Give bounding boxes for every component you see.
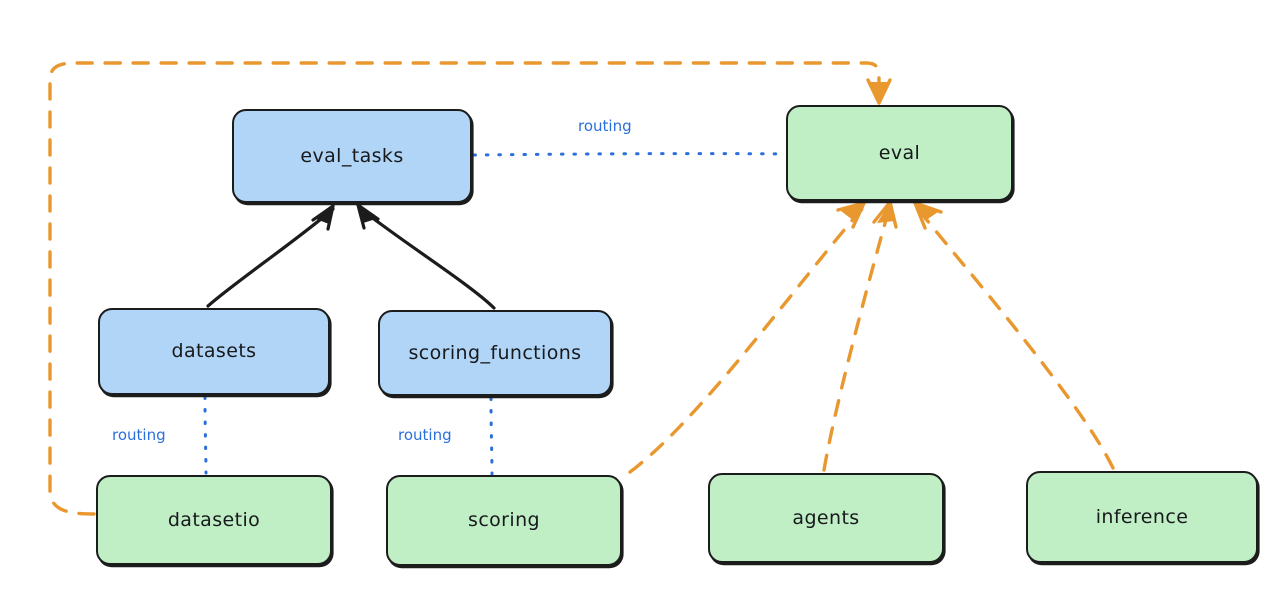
edge-eval-tasks-to-eval [472,152,786,157]
node-label-eval: eval [878,141,921,164]
node-inference[interactable]: inference [1026,471,1258,563]
node-label-inference: inference [1095,505,1189,528]
edge-datasets-to-eval-tasks [206,204,335,308]
edge-datasets-to-datasetio [203,395,208,475]
node-label-datasetio: datasetio [167,508,261,531]
node-eval-tasks[interactable]: eval_tasks [232,109,472,203]
node-label-agents: agents [792,506,860,529]
edge-datasetio-to-eval [48,61,892,516]
edge-scoring-functions-to-eval-tasks [356,203,496,310]
edge-label-routing-eval-tasks-eval: routing [578,117,632,135]
node-label-scoring: scoring [468,509,540,531]
node-agents[interactable]: agents [708,473,944,563]
edge-scoring-to-eval [628,201,866,474]
node-label-scoring-functions: scoring_functions [408,341,582,364]
edge-agents-to-eval [822,200,898,472]
node-label-eval-tasks: eval_tasks [300,144,404,167]
node-datasetio[interactable]: datasetio [96,475,332,565]
node-datasets[interactable]: datasets [98,308,330,395]
node-scoring[interactable]: scoring [386,475,622,566]
edge-inference-to-eval [913,201,1115,470]
edge-scoring-functions-to-scoring [489,396,494,476]
node-eval[interactable]: eval [786,105,1013,201]
node-label-datasets: datasets [171,340,257,362]
edge-label-routing-datasets-datasetio: routing [112,426,166,444]
node-scoring-functions[interactable]: scoring_functions [378,310,612,396]
edge-label-routing-scoring-functions-scoring: routing [398,426,452,444]
